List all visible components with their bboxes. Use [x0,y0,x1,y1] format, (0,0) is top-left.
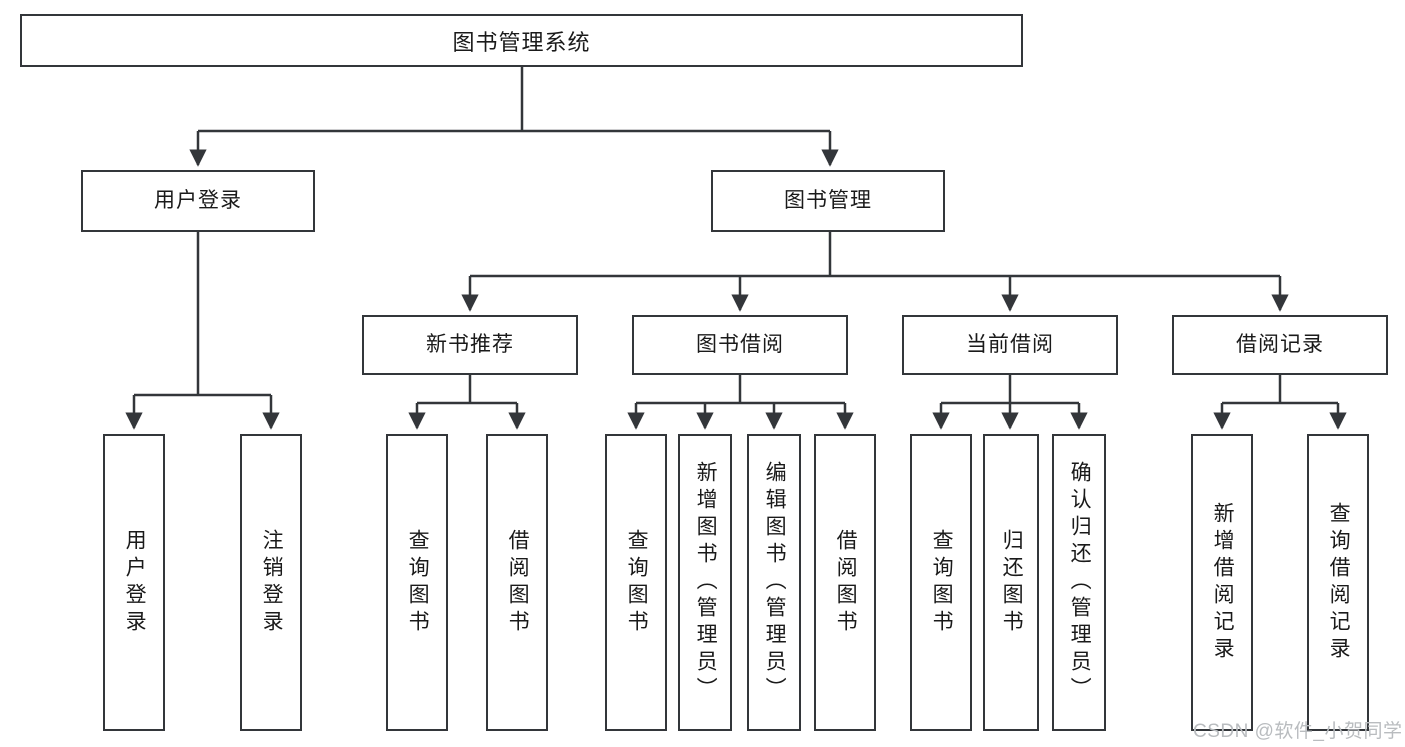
node-leaf-confirm-return-admin[interactable]: 确认归还（管理员） [1052,434,1106,731]
node-label: 查询图书 [625,528,649,637]
node-leaf-edit-book-admin[interactable]: 编辑图书（管理员） [747,434,801,731]
node-leaf-borrow-book-recommend[interactable]: 借阅图书 [486,434,548,731]
node-label: 新书推荐 [426,333,514,357]
node-leaf-add-borrow-record[interactable]: 新增借阅记录 [1191,434,1253,731]
node-label: 借阅图书 [506,528,530,637]
node-label: 用户登录 [123,528,147,637]
node-label: 新增图书（管理员） [694,461,718,704]
node-label: 查询借阅记录 [1327,501,1351,664]
node-label: 确认归还（管理员） [1068,461,1092,704]
node-new-book-recommend[interactable]: 新书推荐 [362,315,578,375]
node-leaf-query-borrow-record[interactable]: 查询借阅记录 [1307,434,1369,731]
node-label: 借阅记录 [1236,333,1324,357]
node-leaf-query-book-borrow[interactable]: 查询图书 [605,434,667,731]
node-label: 图书管理系统 [452,29,591,55]
node-book-borrow[interactable]: 图书借阅 [632,315,848,375]
watermark-csdn: CSDN @软件_小贺同学 [1193,721,1403,742]
node-leaf-logout-login[interactable]: 注销登录 [240,434,302,731]
node-label: 当前借阅 [966,333,1054,357]
node-leaf-borrow-book[interactable]: 借阅图书 [814,434,876,731]
node-root-book-management-system[interactable]: 图书管理系统 [20,14,1023,67]
node-leaf-query-book-current[interactable]: 查询图书 [910,434,972,731]
node-label: 注销登录 [260,528,284,637]
node-book-management[interactable]: 图书管理 [711,170,945,232]
node-label: 编辑图书（管理员） [763,461,787,704]
node-borrow-record[interactable]: 借阅记录 [1172,315,1388,375]
node-leaf-return-book[interactable]: 归还图书 [983,434,1039,731]
node-label: 图书管理 [784,189,872,213]
node-label: 查询图书 [930,528,954,637]
node-label: 查询图书 [406,528,430,637]
node-label: 图书借阅 [696,333,784,357]
node-label: 新增借阅记录 [1211,501,1235,664]
node-label: 借阅图书 [834,528,858,637]
node-leaf-user-login[interactable]: 用户登录 [103,434,165,731]
node-current-borrow[interactable]: 当前借阅 [902,315,1118,375]
node-label: 归还图书 [1000,528,1024,637]
node-user-login[interactable]: 用户登录 [81,170,315,232]
node-leaf-add-book-admin[interactable]: 新增图书（管理员） [678,434,732,731]
node-leaf-query-book-recommend[interactable]: 查询图书 [386,434,448,731]
node-label: 用户登录 [154,189,242,213]
